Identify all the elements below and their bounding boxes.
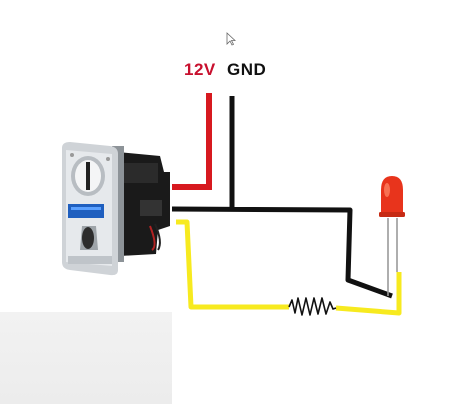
resistor-icon bbox=[288, 297, 337, 316]
wire-signal bbox=[176, 219, 402, 316]
label-gnd: GND bbox=[227, 60, 267, 79]
wire-gnd bbox=[171, 96, 393, 299]
background-shade bbox=[0, 312, 172, 404]
wire-12v bbox=[172, 93, 212, 190]
red-led-icon bbox=[379, 176, 405, 296]
mouse-pointer-icon bbox=[226, 32, 237, 46]
label-12v: 12V bbox=[184, 60, 216, 79]
coin-acceptor-icon bbox=[62, 142, 170, 276]
